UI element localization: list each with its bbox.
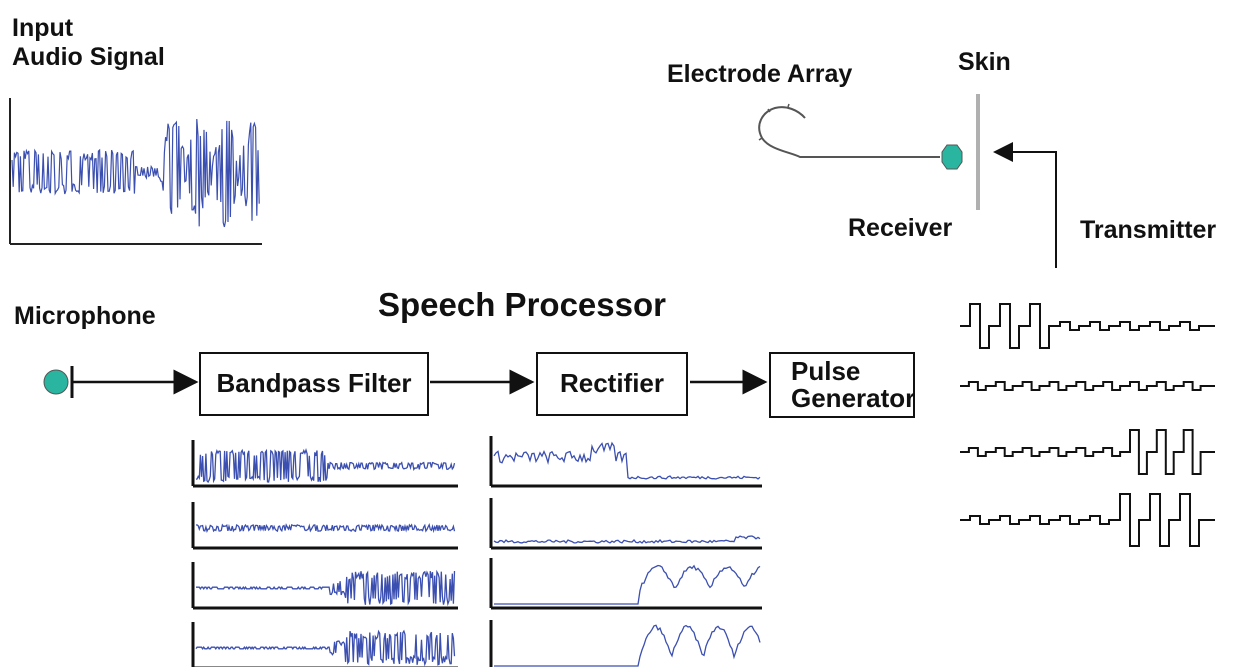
pulse-generator-label: Pulse Generator — [791, 355, 916, 413]
receiver-label: Receiver — [848, 214, 953, 242]
input-label-line2: Audio Signal — [12, 42, 165, 71]
pulse-train-2 — [960, 381, 1215, 391]
input-audio-label: Input Audio Signal — [12, 14, 165, 72]
electrode-array — [758, 103, 940, 158]
pulse-trains — [960, 303, 1215, 547]
pulse-label-line2: Generator — [791, 383, 916, 413]
bandpass-channel-4-waveform — [195, 629, 456, 667]
microphone-label: Microphone — [14, 302, 156, 330]
bandpass-filter-label: Bandpass Filter — [216, 368, 412, 399]
bandpass-channel-2-waveform — [195, 522, 456, 534]
speech-processor-title: Speech Processor — [378, 286, 666, 323]
rectifier-channel-1-envelope — [493, 441, 761, 480]
pulse-generator-block: Pulse Generator — [769, 352, 915, 418]
electrode-array-label: Electrode Array — [667, 60, 853, 88]
transmitter-label: Transmitter — [1080, 216, 1217, 244]
input-audio-plot — [9, 98, 262, 245]
rectifier-channel-3-envelope — [494, 564, 761, 605]
skin-label: Skin — [958, 48, 1011, 76]
microphone-node — [43, 369, 69, 395]
rectifier-channel-2-envelope — [493, 535, 761, 544]
input-label-line1: Input — [12, 14, 74, 42]
pulse-train-3 — [960, 429, 1215, 475]
rectifier-output-plots — [489, 436, 762, 667]
input-waveform — [11, 118, 260, 228]
pulse-train-4 — [960, 493, 1215, 547]
bandpass-channel-1-waveform — [195, 448, 456, 484]
bandpass-filter-block: Bandpass Filter — [199, 352, 429, 416]
rectifier-label: Rectifier — [559, 368, 665, 399]
rectifier-channel-4-envelope — [494, 624, 761, 667]
pulse-train-1 — [960, 303, 1215, 349]
pulse-label-line1: Pulse — [791, 355, 861, 386]
rectifier-block: Rectifier — [536, 352, 688, 416]
bandpass-output-plots — [191, 440, 458, 667]
receiver-node — [941, 144, 963, 170]
bandpass-channel-3-waveform — [196, 569, 456, 607]
transmitter-arrow — [993, 142, 1057, 268]
